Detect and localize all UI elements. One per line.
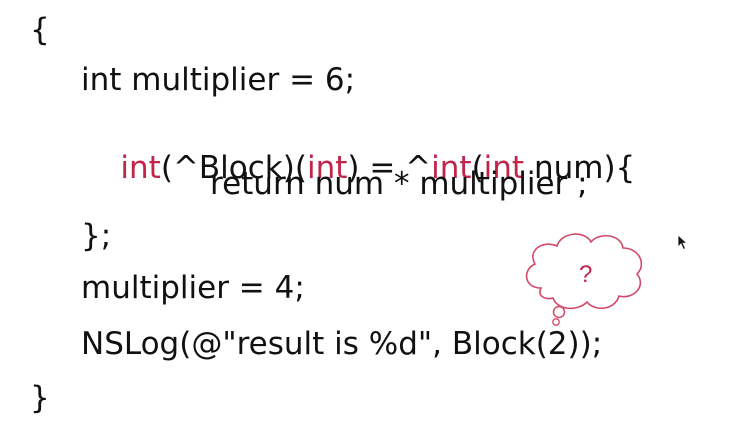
- keyword-int: int: [306, 150, 348, 186]
- code-line-block-close: };: [81, 218, 112, 254]
- code-text: ) = ^: [347, 150, 432, 186]
- thought-bubble-graphic: ?: [525, 233, 643, 326]
- keyword-int: int: [431, 150, 472, 186]
- code-line-return: return num * multiplier ;: [210, 166, 588, 202]
- code-close-brace: }: [30, 380, 50, 416]
- code-line-multiplier-decl: int multiplier = 6;: [81, 62, 356, 98]
- mouse-pointer-icon: [677, 234, 689, 252]
- code-line-nslog: NSLog(@"result is %d", Block(2));: [81, 326, 603, 362]
- keyword-int: int: [483, 150, 525, 186]
- cursor-arrow: [677, 234, 689, 251]
- code-open-brace: {: [30, 12, 50, 48]
- code-line-multiplier-assign: multiplier = 4;: [81, 270, 305, 306]
- keyword-int: int: [120, 150, 161, 186]
- thought-bubble-icon: ?: [519, 228, 649, 328]
- code-text: num){: [524, 150, 636, 186]
- thought-bubble-text: ?: [579, 261, 592, 288]
- code-text: (^Block)(: [160, 150, 307, 186]
- code-text: (: [471, 150, 484, 186]
- code-line-block-decl: int(^Block)(int) = ^int(int num){: [81, 114, 635, 186]
